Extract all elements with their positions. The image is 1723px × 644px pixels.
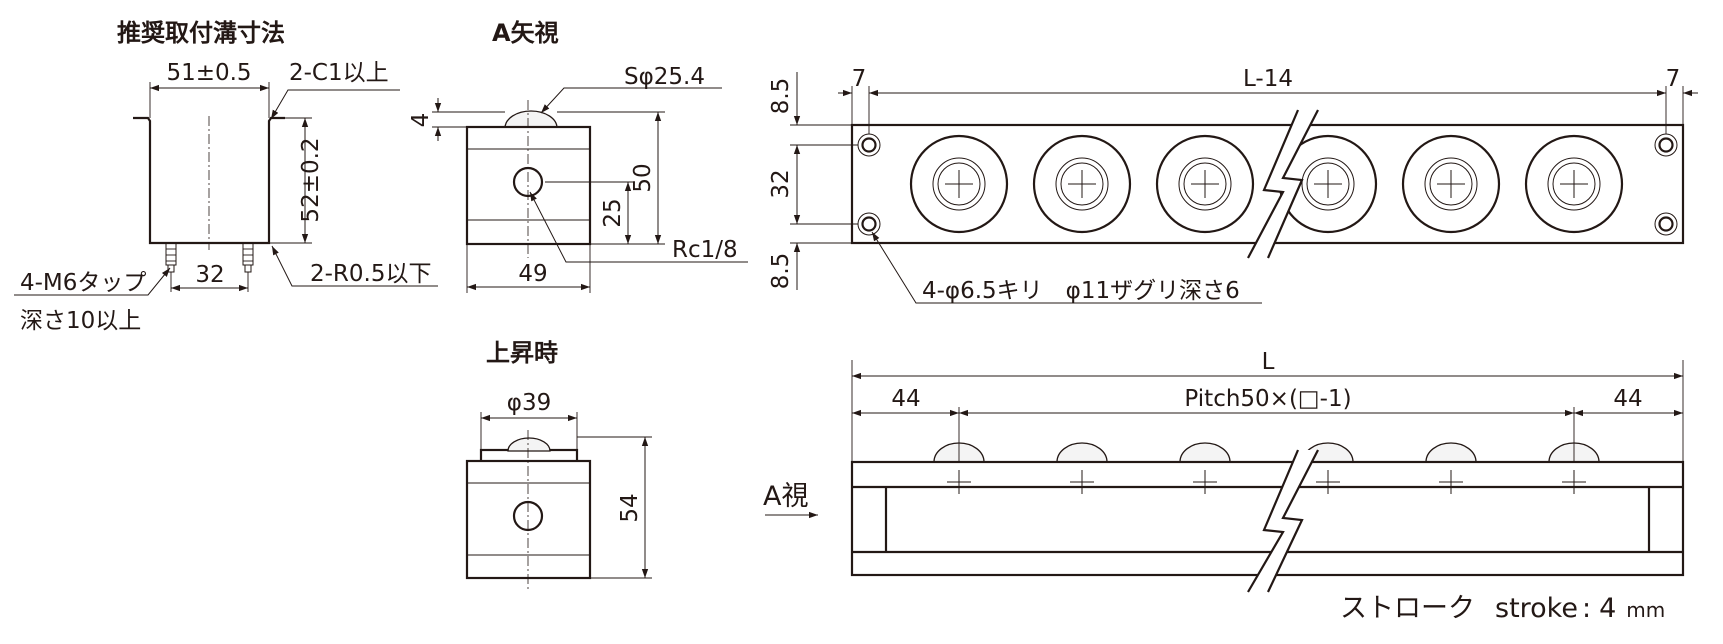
edge-left-label: 7 bbox=[852, 66, 867, 92]
a-view-label: A視 bbox=[763, 481, 808, 512]
view-a: A矢視 4 Sφ25.4 50 25 Rc1/8 49 bbox=[408, 19, 748, 293]
raised-ball bbox=[507, 437, 551, 452]
top-view: 7 L-14 7 8.5 32 8.5 4-φ6.5キリ φ11ザグリ深さ6 bbox=[768, 66, 1698, 304]
front-ball bbox=[1179, 442, 1231, 463]
groove-chamfer-label: 2-C1以上 bbox=[289, 60, 389, 86]
mounting-groove-view: 推奨取付溝寸法 51±0.5 2-C1以上 52±0.2 32 4-M6タップ bbox=[14, 19, 438, 334]
margin-top-label: 8.5 bbox=[768, 78, 794, 115]
break-line-right bbox=[1266, 109, 1319, 259]
groove-radius-label: 2-R0.5以下 bbox=[310, 261, 432, 287]
pitch-label: Pitch50×(□-1) bbox=[1184, 386, 1351, 412]
ball-unit bbox=[1032, 134, 1132, 234]
raised-ball-label: φ39 bbox=[507, 390, 551, 416]
groove-profile bbox=[133, 116, 285, 245]
hole-spec-label: 4-φ6.5キリ φ11ザグリ深さ6 bbox=[922, 278, 1240, 304]
tap-stud-right bbox=[242, 242, 254, 266]
stroke-value: 4 bbox=[1599, 593, 1616, 624]
stroke-unit: mm bbox=[1626, 598, 1665, 622]
hole-pitch-label: 32 bbox=[768, 169, 794, 198]
view-a-ball bbox=[504, 110, 558, 129]
edge-right-label: 7 bbox=[1666, 66, 1681, 92]
groove-title: 推奨取付溝寸法 bbox=[117, 19, 285, 47]
port-label: Rc1/8 bbox=[672, 237, 738, 263]
tap-depth-label: 深さ10以上 bbox=[20, 308, 141, 334]
tap-stud-left bbox=[165, 242, 177, 266]
protrusion-label: 4 bbox=[408, 113, 434, 128]
end-left-label: 44 bbox=[891, 386, 920, 412]
port-height-label: 25 bbox=[600, 198, 626, 227]
front-ball bbox=[1425, 442, 1477, 463]
break-line-left bbox=[1247, 109, 1300, 259]
ball-unit bbox=[1401, 134, 1501, 234]
stroke-note: ストローク stroke : 4 mm bbox=[1340, 593, 1665, 624]
raised-view: 上昇時 φ39 54 bbox=[465, 339, 652, 590]
raised-title: 上昇時 bbox=[486, 339, 558, 367]
total-length-label: L bbox=[1262, 349, 1275, 375]
ball-unit bbox=[1524, 134, 1624, 234]
view-a-width-label: 49 bbox=[518, 261, 547, 287]
margin-bottom-label: 8.5 bbox=[768, 253, 794, 290]
groove-height-label: 52±0.2 bbox=[298, 137, 324, 222]
tap-label: 4-M6タップ bbox=[20, 270, 146, 296]
view-a-title: A矢視 bbox=[492, 19, 559, 47]
front-view: L 44 Pitch50×(□-1) 44 A視 ストローク stroke : … bbox=[763, 349, 1685, 624]
raised-height-label: 54 bbox=[617, 493, 643, 522]
groove-width-label: 51±0.5 bbox=[166, 60, 251, 86]
ball-unit bbox=[909, 134, 1009, 234]
break-mask bbox=[1248, 110, 1318, 258]
stroke-label-jp: ストローク bbox=[1340, 593, 1475, 624]
front-ball bbox=[1056, 442, 1108, 463]
ball-unit bbox=[1155, 134, 1255, 234]
hole-span-label: L-14 bbox=[1243, 66, 1293, 92]
raised-body bbox=[465, 459, 592, 580]
stroke-label-en: stroke bbox=[1495, 593, 1578, 624]
view-a-height-label: 50 bbox=[630, 163, 656, 192]
ball-label: Sφ25.4 bbox=[624, 64, 705, 90]
end-right-label: 44 bbox=[1613, 386, 1642, 412]
mounting-hole-group bbox=[857, 133, 1678, 236]
stud-pitch-label: 32 bbox=[195, 262, 224, 288]
view-a-body bbox=[465, 125, 592, 246]
